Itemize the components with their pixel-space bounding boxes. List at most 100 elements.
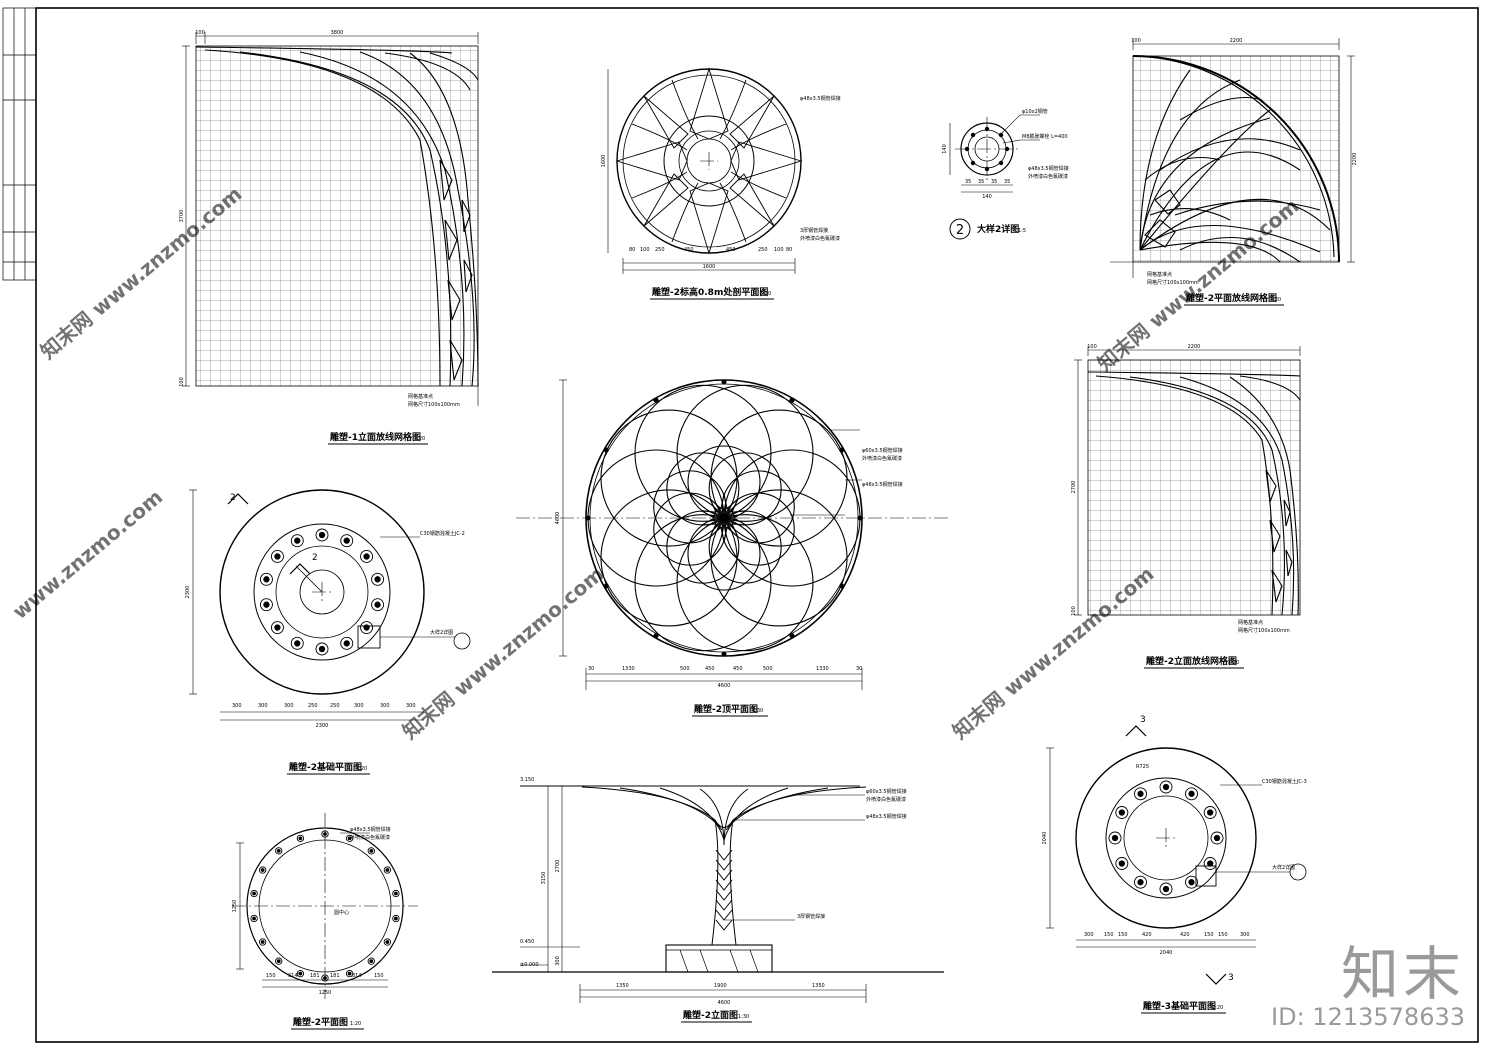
v6-dim-0: 30 bbox=[588, 666, 594, 672]
v3-marker: 2 bbox=[956, 223, 964, 238]
v1-top-offset: 100 bbox=[195, 30, 205, 36]
column-footing bbox=[1134, 787, 1147, 801]
column-footing bbox=[1134, 875, 1147, 889]
v10-dim-5: 150 bbox=[1204, 932, 1214, 938]
column-core bbox=[274, 553, 281, 560]
column-footing bbox=[1115, 806, 1129, 819]
column-footing bbox=[296, 834, 305, 842]
v3-note-4: 外喷漆白色氟碳漆 bbox=[1028, 173, 1068, 180]
v9-h2: 3150 bbox=[541, 872, 547, 885]
column-footing bbox=[345, 970, 354, 978]
v10-dim-0: 300 bbox=[1084, 932, 1094, 938]
v4-title: 雕塑-2平面放线网格图 bbox=[1186, 292, 1277, 304]
view-sculpture2-foundation-plan: 2 2 300 300 300 250 250 300 300 300 2300… bbox=[185, 489, 471, 775]
v7-title: 雕塑-2立面放线网格图 bbox=[1146, 655, 1237, 667]
column-footing bbox=[270, 550, 284, 563]
v4-top-offset: 100 bbox=[1131, 38, 1141, 44]
column-footing bbox=[1159, 882, 1173, 896]
v8-dim-0: 150 bbox=[266, 973, 276, 979]
v9-note-3: φ48x3.5钢管焊接 bbox=[866, 813, 907, 820]
column-footing bbox=[340, 534, 354, 548]
v2-note-1: φ48x3.5钢管焊接 bbox=[800, 95, 841, 102]
rosette-inner-ring bbox=[666, 452, 740, 526]
v2-title: 雕塑-2标高0.8m处剖平面图 bbox=[652, 286, 768, 298]
watermark-site: www.znzmo.com bbox=[8, 485, 167, 624]
v10-dim-3: 420 bbox=[1142, 932, 1152, 938]
column-core bbox=[394, 916, 398, 921]
v2-total: 1600 bbox=[703, 264, 716, 270]
v4-top-dim: 2200 bbox=[1230, 38, 1243, 44]
v9-note-1: φ60x3.5钢管焊接 bbox=[866, 788, 907, 795]
v10-note-1: C30钢筋混凝土JC-3 bbox=[1262, 778, 1307, 785]
column-core bbox=[276, 959, 281, 964]
v1-top-dim: 3800 bbox=[331, 30, 344, 36]
view-sculpture1-elevation-grid: 3800 100 3700 100 网格基准点 网格尺寸100x100mm 雕塑… bbox=[179, 30, 479, 445]
rosette-inner-ring bbox=[653, 492, 727, 566]
column-core bbox=[1137, 879, 1144, 886]
rim-node bbox=[721, 651, 727, 657]
v8-total: 1250 bbox=[319, 990, 332, 996]
drawing-id: ID: 1213578633 bbox=[1271, 1003, 1465, 1031]
v8-dim-3: 181 bbox=[330, 973, 340, 979]
v2-dim-4: 450 bbox=[726, 247, 736, 253]
column-core bbox=[294, 640, 301, 647]
v9-scale: 1:30 bbox=[738, 1014, 749, 1020]
sheet-border bbox=[35, 7, 1479, 1043]
v9-title: 雕塑-2立面图 bbox=[683, 1009, 738, 1021]
v9-h1: 2700 bbox=[555, 860, 561, 873]
column-footing bbox=[315, 528, 329, 542]
v3-note-3: φ48x3.5钢管焊接 bbox=[1028, 165, 1069, 172]
v10-section-marker-a: 3 bbox=[1140, 715, 1146, 725]
v10-scale: 1:20 bbox=[1212, 1005, 1223, 1011]
column-core bbox=[1118, 809, 1125, 816]
v4-side-dim: 2200 bbox=[1352, 153, 1358, 166]
rosette-inner-ring bbox=[653, 470, 727, 544]
v9-h3: 300 bbox=[555, 956, 561, 966]
column-core bbox=[294, 537, 301, 544]
column-core bbox=[1188, 879, 1195, 886]
v1-bottom-offset: 100 bbox=[179, 377, 185, 387]
column-core bbox=[276, 848, 281, 853]
rim-node bbox=[839, 583, 845, 589]
column-footing bbox=[367, 847, 375, 855]
v9-total: 4600 bbox=[718, 1000, 731, 1006]
column-core bbox=[385, 868, 390, 872]
v5-dim-0: 300 bbox=[232, 703, 242, 709]
v9-dim-1: 1900 bbox=[714, 983, 727, 989]
v5-note-1: C30钢筋混凝土JC-2 bbox=[420, 530, 465, 537]
v6-dim-3: 450 bbox=[705, 666, 715, 672]
v5-section-marker-a: 2 bbox=[230, 493, 236, 503]
v10-dim-6: 150 bbox=[1218, 932, 1228, 938]
column-core bbox=[1162, 783, 1170, 791]
v8-dim-2: 181 bbox=[310, 973, 320, 979]
v5-dim-3: 250 bbox=[308, 703, 318, 709]
column-footing bbox=[259, 572, 273, 586]
column-footing bbox=[258, 938, 267, 946]
column-core bbox=[318, 645, 326, 653]
column-footing bbox=[296, 970, 305, 978]
column-footing bbox=[360, 621, 374, 634]
v3-scale: 1:5 bbox=[1018, 228, 1026, 234]
column-footing bbox=[1203, 857, 1217, 870]
v6-side: 4600 bbox=[555, 512, 561, 525]
v3-title: 大样2详图 bbox=[977, 223, 1019, 235]
v7-note-base: 网格基准点 bbox=[1238, 619, 1263, 626]
v8-scale: 1:20 bbox=[350, 1021, 361, 1027]
rim-node bbox=[653, 633, 659, 639]
title-block bbox=[2, 7, 37, 281]
v3-dim-2: 35 bbox=[991, 179, 997, 185]
view-sculpture2-elevation-grid: 2200 100 2700 100 网格基准点 网格尺寸100x100mm 雕塑… bbox=[1071, 344, 1301, 669]
v1-note-grid: 网格尺寸100x100mm bbox=[408, 401, 460, 408]
rim-node bbox=[839, 447, 845, 453]
v1-title: 雕塑-1立面放线网格图 bbox=[330, 431, 421, 443]
column-core bbox=[363, 553, 370, 560]
watermark-brand: 知末网 bbox=[398, 687, 459, 744]
column-core bbox=[298, 971, 303, 976]
rosette-ring bbox=[634, 384, 772, 522]
watermark-text: 知末网 www.znzmo.com bbox=[398, 562, 609, 744]
v2-side: 1600 bbox=[601, 155, 607, 168]
column-footing bbox=[290, 534, 304, 548]
watermark-site: www.znzmo.com bbox=[999, 562, 1158, 701]
view-sculpture2-plan-grid: 2200 100 2200 网格基准点 网格尺寸100x100mm 雕塑-2平面… bbox=[1110, 38, 1358, 306]
